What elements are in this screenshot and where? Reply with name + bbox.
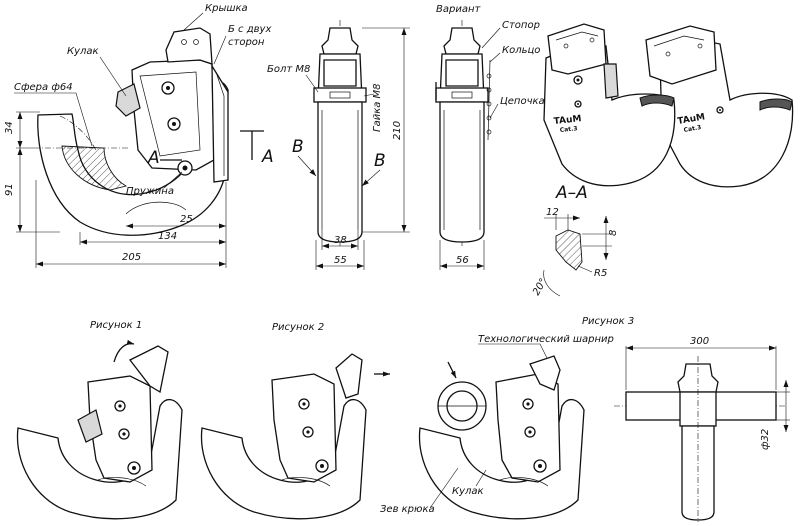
label-cam: Кулак — [67, 46, 99, 57]
label-hook-jaw: Зев крюка — [380, 504, 435, 515]
figure-3: Рисунок 3 Технологический шарнир Кулак З… — [380, 316, 634, 520]
bar-column — [681, 425, 715, 521]
label-ring: Кольцо — [502, 45, 540, 56]
dim-55: 55 — [334, 255, 347, 266]
front-view: B B Болт М8 Гайка М8 210 38 55 — [267, 20, 410, 270]
label-variant: Вариант — [436, 4, 482, 15]
label-sphere: Сфера ф64 — [14, 82, 73, 93]
iso-views: TAuM Cat.3 TAuM Cat.3 — [543, 23, 794, 188]
cover — [165, 27, 213, 65]
label-cam-fig3: Кулак — [452, 486, 484, 497]
dim-210: 210 — [392, 121, 403, 140]
variant-view: Вариант Стопор Кольцо Цепочка 56 — [435, 4, 545, 270]
dim-25: 25 — [180, 214, 193, 225]
dim-205: 205 — [122, 252, 141, 263]
label-bolt: Болт М8 — [267, 64, 310, 75]
cam — [115, 83, 141, 117]
fig2-title: Рисунок 2 — [272, 322, 324, 333]
label-both-sides: Б с двух — [228, 24, 271, 35]
label-cover: Крышка — [205, 3, 248, 14]
figure-2: Рисунок 2 — [200, 322, 390, 520]
iso-brand-rear: TAuM — [677, 112, 706, 127]
label-nut: Гайка М8 — [372, 83, 383, 132]
front-column — [317, 101, 363, 243]
dim-56: 56 — [456, 255, 469, 266]
label-spring: Пружина — [126, 186, 174, 197]
dim-38: 38 — [334, 235, 347, 246]
section-title: A–A — [555, 183, 588, 203]
bar-view: 300 ф32 — [614, 336, 790, 522]
label-tech-hinge: Технологический шарнир — [478, 334, 614, 345]
dim-91: 91 — [4, 183, 15, 196]
dim-34: 34 — [4, 121, 15, 134]
variant-column — [439, 101, 485, 243]
dim-20deg: 20° — [531, 277, 549, 298]
dim-12: 12 — [546, 207, 559, 218]
view-b-left: B — [292, 137, 304, 157]
dim-300: 300 — [690, 336, 709, 347]
label-stopper: Стопор — [502, 20, 540, 31]
lock-housing — [131, 59, 215, 171]
dim-8: 8 — [608, 230, 619, 236]
iso-cat-front: Cat.3 — [559, 125, 577, 134]
dim-32: ф32 — [760, 429, 771, 450]
fig3-title: Рисунок 3 — [582, 316, 634, 327]
section-aa: A–A 12 8 R5 20° — [531, 183, 619, 298]
iso-cat-rear: Cat.3 — [683, 124, 702, 134]
figure-1: Рисунок 1 — [16, 320, 183, 520]
dim-134: 134 — [158, 231, 177, 242]
label-both-sides-2: сторон — [228, 37, 265, 48]
label-chain: Цепочка — [500, 96, 545, 107]
fig1-title: Рисунок 1 — [90, 320, 142, 331]
section-mark-right: A — [261, 147, 274, 167]
main-side-view: A A Крышка Б с двух сторон Кулак Сфера ф… — [4, 3, 274, 268]
iso-brand-front: TAuM — [553, 114, 582, 127]
section-mark-left: A — [147, 148, 160, 168]
sphere-hatch — [61, 145, 128, 191]
view-b-right: B — [374, 151, 386, 171]
dim-r5: R5 — [594, 268, 607, 279]
